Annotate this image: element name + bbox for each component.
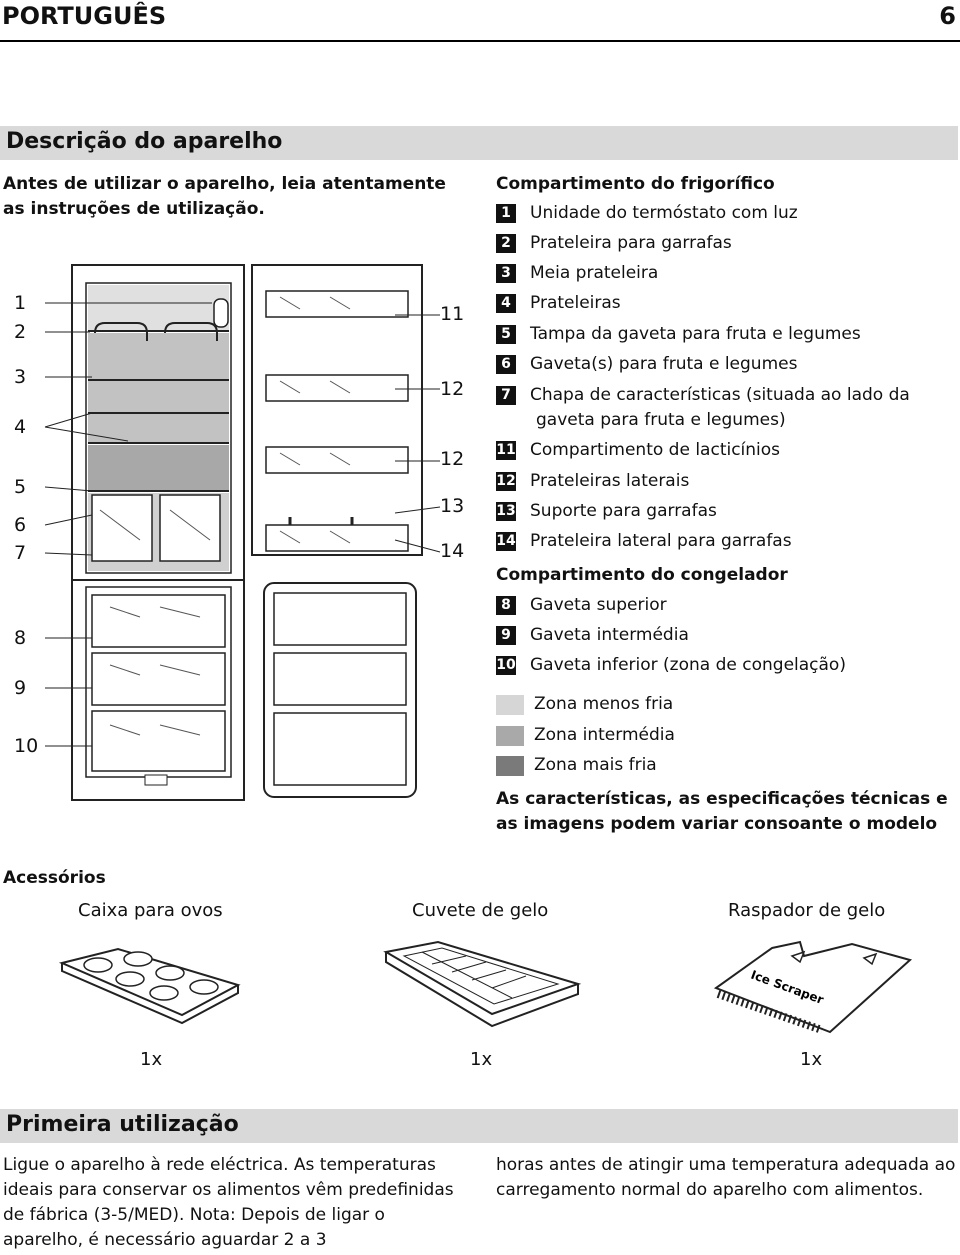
- zone-label: Zona mais fria: [534, 755, 657, 775]
- fridge-diagram: [44, 264, 441, 801]
- zone-swatch-dark: [496, 755, 524, 776]
- ice-scraper-illustration: Ice Scraper: [713, 940, 913, 1034]
- legend-label: Prateleiras laterais: [530, 471, 690, 491]
- first-use-col1: Ligue o aparelho à rede eléctrica. As te…: [3, 1155, 454, 1250]
- legend-num: 1: [496, 204, 516, 223]
- legend-label: Prateleira lateral para garrafas: [530, 531, 792, 551]
- callout-9: 9: [14, 677, 27, 699]
- legend-item: 11 Compartimento de lacticínios: [496, 440, 780, 462]
- legend-label: Gaveta intermédia: [530, 625, 689, 645]
- egg-tray-illustration: [58, 947, 241, 1025]
- intro-text: Antes de utilizar o aparelho, leia atent…: [3, 174, 446, 219]
- legend-item: 4 Prateleiras: [496, 293, 621, 315]
- section-title-first-use: Primeira utilização: [6, 1112, 239, 1137]
- fridge-section-title: Compartimento do frigorífico: [496, 174, 775, 194]
- callout-2: 2: [14, 321, 27, 343]
- zone-item: Zona menos fria: [496, 694, 673, 716]
- callout-6: 6: [14, 514, 27, 536]
- accessory-name-ice-tray: Cuvete de gelo: [412, 900, 549, 921]
- legend-num: 11: [496, 441, 516, 460]
- legend-label: Unidade do termóstato com luz: [530, 203, 798, 223]
- legend-num: 14: [496, 532, 516, 551]
- legend-num: 8: [496, 596, 516, 615]
- legend-label: Gaveta superior: [530, 595, 667, 615]
- zone-label: Zona intermédia: [534, 725, 675, 745]
- callout-14: 14: [440, 540, 465, 562]
- header-rule: [0, 40, 960, 42]
- callout-12b: 12: [440, 448, 465, 470]
- legend-item: 2 Prateleira para garrafas: [496, 233, 732, 255]
- legend-num: 3: [496, 264, 516, 283]
- legend-item: 10 Gaveta inferior (zona de congelação): [496, 655, 846, 677]
- accessory-qty-ice-scraper: 1x: [800, 1049, 823, 1070]
- section-bar-first-use: Primeira utilização: [0, 1109, 958, 1143]
- first-use-col2: horas antes de atingir uma temperatura a…: [496, 1155, 956, 1200]
- legend-label: Meia prateleira: [530, 263, 659, 283]
- legend-label-cont: gaveta para fruta e legumes): [536, 410, 786, 430]
- callout-4: 4: [14, 416, 27, 438]
- accessory-qty-egg-tray: 1x: [140, 1049, 163, 1070]
- legend-label: Chapa de características (situada ao lad…: [530, 385, 910, 405]
- page-number: 6: [939, 2, 956, 30]
- legend-item: 9 Gaveta intermédia: [496, 625, 689, 647]
- legend-label: Prateleira para garrafas: [530, 233, 732, 253]
- legend-label: Prateleiras: [530, 293, 621, 313]
- legend-item: 1 Unidade do termóstato com luz: [496, 203, 798, 225]
- legend-label: Gaveta(s) para fruta e legumes: [530, 354, 798, 374]
- callout-10: 10: [14, 735, 39, 757]
- disclaimer-text: As características, as especificações té…: [496, 789, 948, 834]
- language-heading: PORTUGUÊS: [2, 2, 167, 30]
- legend-item: 12 Prateleiras laterais: [496, 471, 689, 493]
- legend-label: Tampa da gaveta para fruta e legumes: [530, 324, 861, 344]
- callout-3: 3: [14, 366, 27, 388]
- legend-label: Suporte para garrafas: [530, 501, 717, 521]
- section-bar-description: Descrição do aparelho: [0, 126, 958, 160]
- legend-item: 6 Gaveta(s) para fruta e legumes: [496, 354, 797, 376]
- callout-13: 13: [440, 495, 465, 517]
- legend-label: Compartimento de lacticínios: [530, 440, 781, 460]
- callout-12a: 12: [440, 378, 465, 400]
- legend-num: 5: [496, 325, 516, 344]
- zone-label: Zona menos fria: [534, 694, 674, 714]
- callout-8: 8: [14, 627, 27, 649]
- legend-num: 2: [496, 234, 516, 253]
- legend-item: 3 Meia prateleira: [496, 263, 658, 285]
- callout-11: 11: [440, 303, 465, 325]
- legend-num: 10: [496, 656, 516, 675]
- legend-num: 13: [496, 502, 516, 521]
- ice-tray-illustration: [383, 940, 582, 1028]
- accessory-qty-ice-tray: 1x: [470, 1049, 493, 1070]
- zone-item: Zona intermédia: [496, 725, 675, 747]
- legend-num: 12: [496, 472, 516, 491]
- callout-5: 5: [14, 476, 27, 498]
- legend-num: 9: [496, 626, 516, 645]
- zone-item: Zona mais fria: [496, 755, 657, 777]
- legend-item: 14 Prateleira lateral para garrafas: [496, 531, 792, 553]
- legend-item: 7 Chapa de características (situada ao la…: [496, 385, 910, 407]
- legend-item: 13 Suporte para garrafas: [496, 501, 717, 523]
- zone-swatch-light: [496, 694, 524, 715]
- callout-7: 7: [14, 542, 27, 564]
- legend-num: 6: [496, 355, 516, 374]
- accessory-name-egg-tray: Caixa para ovos: [78, 900, 223, 921]
- legend-item: 5 Tampa da gaveta para fruta e legumes: [496, 324, 861, 346]
- freezer-section-title: Compartimento do congelador: [496, 565, 788, 585]
- legend-item: 8 Gaveta superior: [496, 595, 667, 617]
- legend-label: Gaveta inferior (zona de congelação): [530, 655, 846, 675]
- accessory-name-ice-scraper: Raspador de gelo: [728, 900, 886, 921]
- legend-num: 4: [496, 294, 516, 313]
- callout-1: 1: [14, 292, 27, 314]
- legend-num: 7: [496, 386, 516, 405]
- zone-swatch-medium: [496, 725, 524, 746]
- section-title-description: Descrição do aparelho: [6, 129, 283, 154]
- accessories-title: Acessórios: [3, 868, 106, 888]
